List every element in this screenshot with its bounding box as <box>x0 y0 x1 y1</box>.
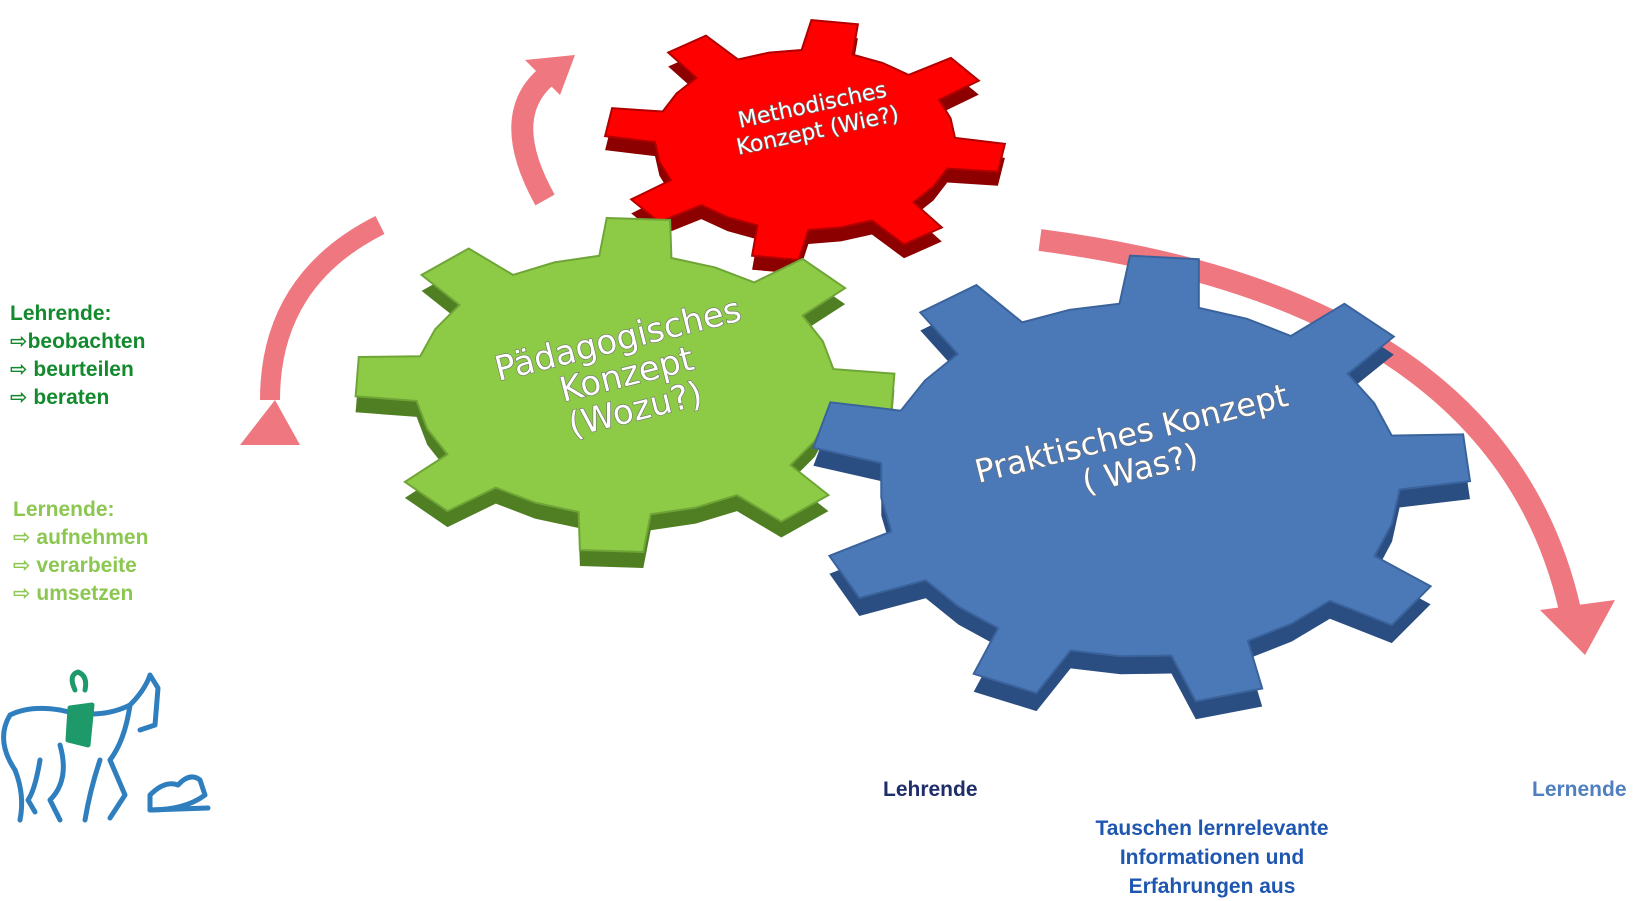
arrow-up-left <box>511 60 562 206</box>
arrow-left-down-head <box>240 400 300 445</box>
lernende-list: Lernende: ⇨ aufnehmen ⇨ verarbeite ⇨ ums… <box>13 496 148 608</box>
exchange-line: Informationen und <box>1119 846 1305 869</box>
arrow-up-left-head <box>525 55 575 95</box>
lehrende-item: ⇨ beraten <box>10 386 110 409</box>
lehrende-item: ⇨ beurteilen <box>10 358 134 381</box>
lernende-item: ⇨ umsetzen <box>13 582 134 605</box>
gear-methodisch <box>603 19 1007 274</box>
arrow-right-down-head <box>1540 600 1615 655</box>
gear-praktisch <box>812 254 1472 720</box>
exchange-line: Tauschen lernrelevante <box>1095 817 1329 840</box>
lernende-title: Lernende: <box>13 498 115 521</box>
gear-paedagogisch <box>354 216 896 568</box>
bottom-lehrende-label: Lehrende <box>883 778 978 801</box>
arrow-left-down <box>260 216 385 401</box>
lernende-item: ⇨ verarbeite <box>13 554 137 577</box>
lehrende-title: Lehrende: <box>10 302 112 325</box>
lehrende-item: ⇨beobachten <box>10 330 146 353</box>
bottom-lernende-label: Lernende <box>1532 778 1627 801</box>
lernende-item: ⇨ aufnehmen <box>13 526 149 549</box>
horse-rider-dog-logo-icon <box>1 669 211 823</box>
exchange-text: Tauschen lernrelevante Informationen und… <box>1052 814 1372 901</box>
exchange-line: Erfahrungen aus <box>1128 875 1296 898</box>
lehrende-list: Lehrende: ⇨beobachten ⇨ beurteilen ⇨ ber… <box>10 300 145 412</box>
